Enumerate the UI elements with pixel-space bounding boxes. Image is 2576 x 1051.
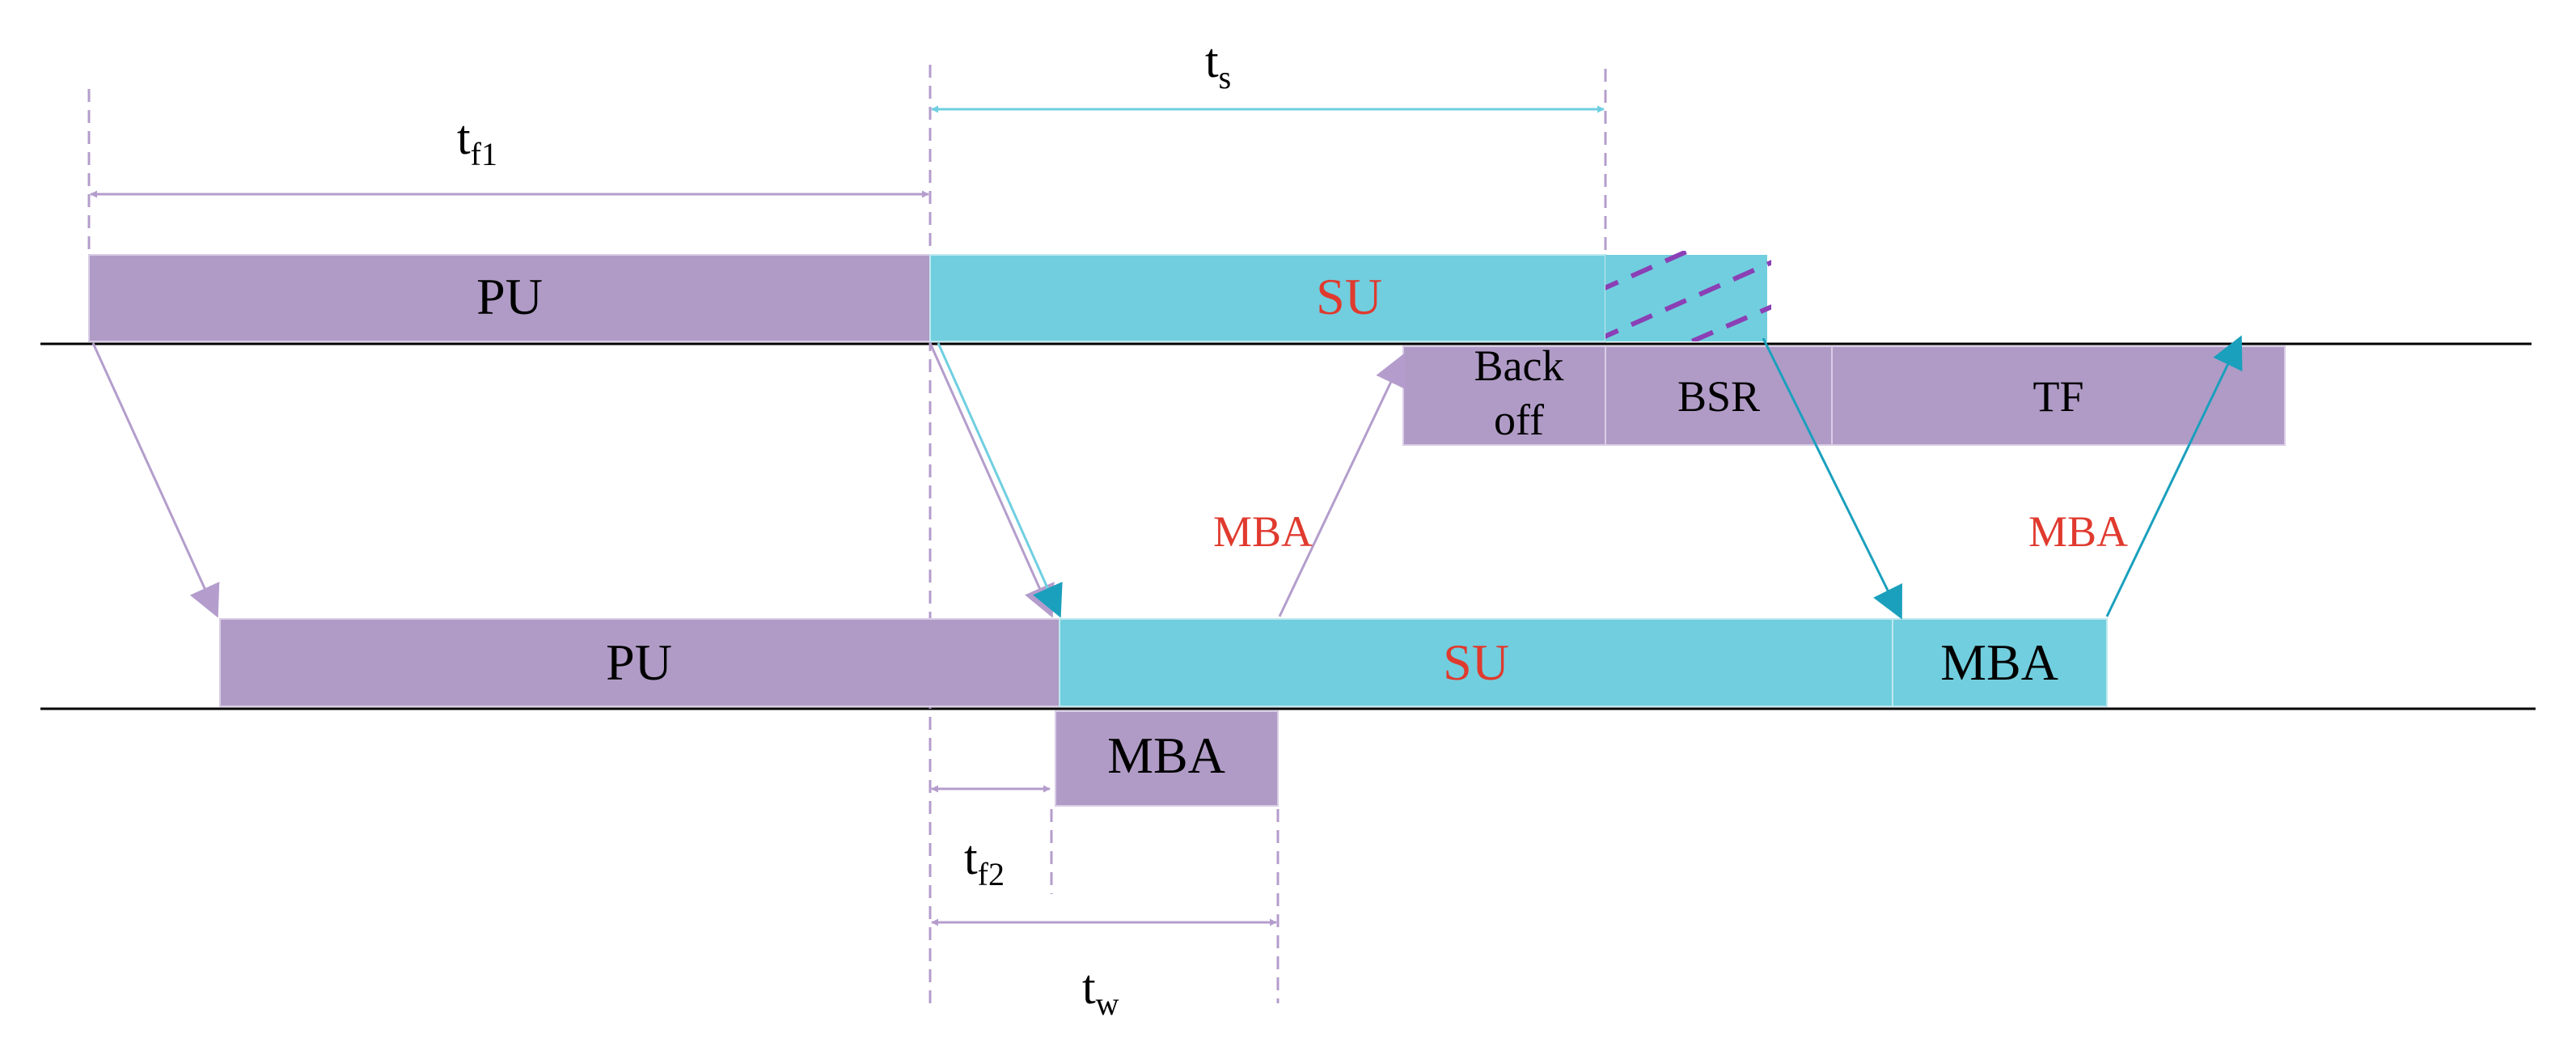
mba-to-tf-arrow bbox=[2105, 335, 2243, 617]
backoff-label-line1: Back bbox=[1474, 341, 1564, 390]
mba-box-below-label: MBA bbox=[1107, 727, 1225, 784]
su-box-bottom bbox=[1059, 618, 1893, 707]
tf-box bbox=[1831, 345, 2286, 446]
pu-box-bottom bbox=[219, 618, 1060, 707]
pu-box-bottom-label: PU bbox=[606, 634, 672, 691]
tf1-label: tf1 bbox=[457, 111, 497, 172]
backoff-box bbox=[1402, 345, 1606, 446]
tw-label: tw bbox=[1082, 960, 1119, 1022]
backoff-label-line2: off bbox=[1494, 396, 1544, 444]
tf2-label: tf2 bbox=[964, 831, 1005, 892]
su-propagation-arrow-cyan bbox=[937, 342, 1063, 618]
tf-label: TF bbox=[2032, 372, 2083, 421]
pu-propagation-arrow bbox=[91, 342, 220, 618]
pu-box-top-label: PU bbox=[476, 268, 543, 325]
su-propagation-arrow-purple bbox=[928, 342, 1055, 618]
su-extension-hatched bbox=[1605, 251, 1771, 341]
ts-label: ts bbox=[1205, 34, 1231, 95]
bsr-to-mba-arrow bbox=[1762, 337, 1902, 620]
mba-box-bottom bbox=[1892, 618, 2108, 707]
su-box-bottom-label: SU bbox=[1443, 634, 1509, 691]
mba-arrow-label-left: MBA bbox=[1213, 507, 1313, 556]
mba-to-backoff-arrow bbox=[1278, 353, 1406, 617]
su-box-top-label: SU bbox=[1316, 268, 1382, 325]
bsr-label: BSR bbox=[1677, 372, 1760, 421]
mba-box-below bbox=[1055, 710, 1279, 807]
su-box-top bbox=[929, 254, 1606, 342]
bsr-box bbox=[1605, 345, 1833, 446]
mba-box-bottom-label: MBA bbox=[1940, 634, 2058, 691]
mba-arrow-label-right: MBA bbox=[2028, 507, 2128, 556]
